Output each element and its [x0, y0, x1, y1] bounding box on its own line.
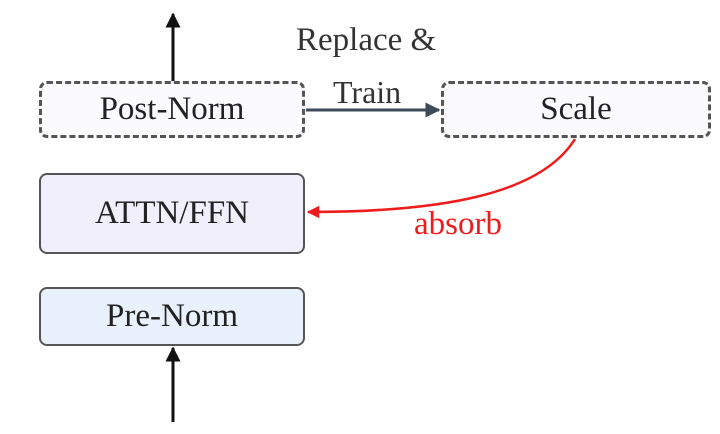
scale-node: Scale: [441, 81, 711, 138]
post-norm-node: Post-Norm: [39, 81, 305, 138]
scale-label: Scale: [540, 91, 612, 127]
post-norm-label: Post-Norm: [99, 91, 245, 127]
attn-ffn-node: ATTN/FFN: [39, 173, 305, 254]
pre-norm-label: Pre-Norm: [106, 298, 238, 334]
absorb-label: absorb: [414, 206, 502, 242]
replace-label: Replace &: [296, 22, 437, 58]
pre-norm-node: Pre-Norm: [39, 287, 305, 346]
train-label: Train: [333, 74, 402, 110]
attn-ffn-label: ATTN/FFN: [94, 195, 250, 231]
absorb-arrow: [306, 138, 577, 219]
